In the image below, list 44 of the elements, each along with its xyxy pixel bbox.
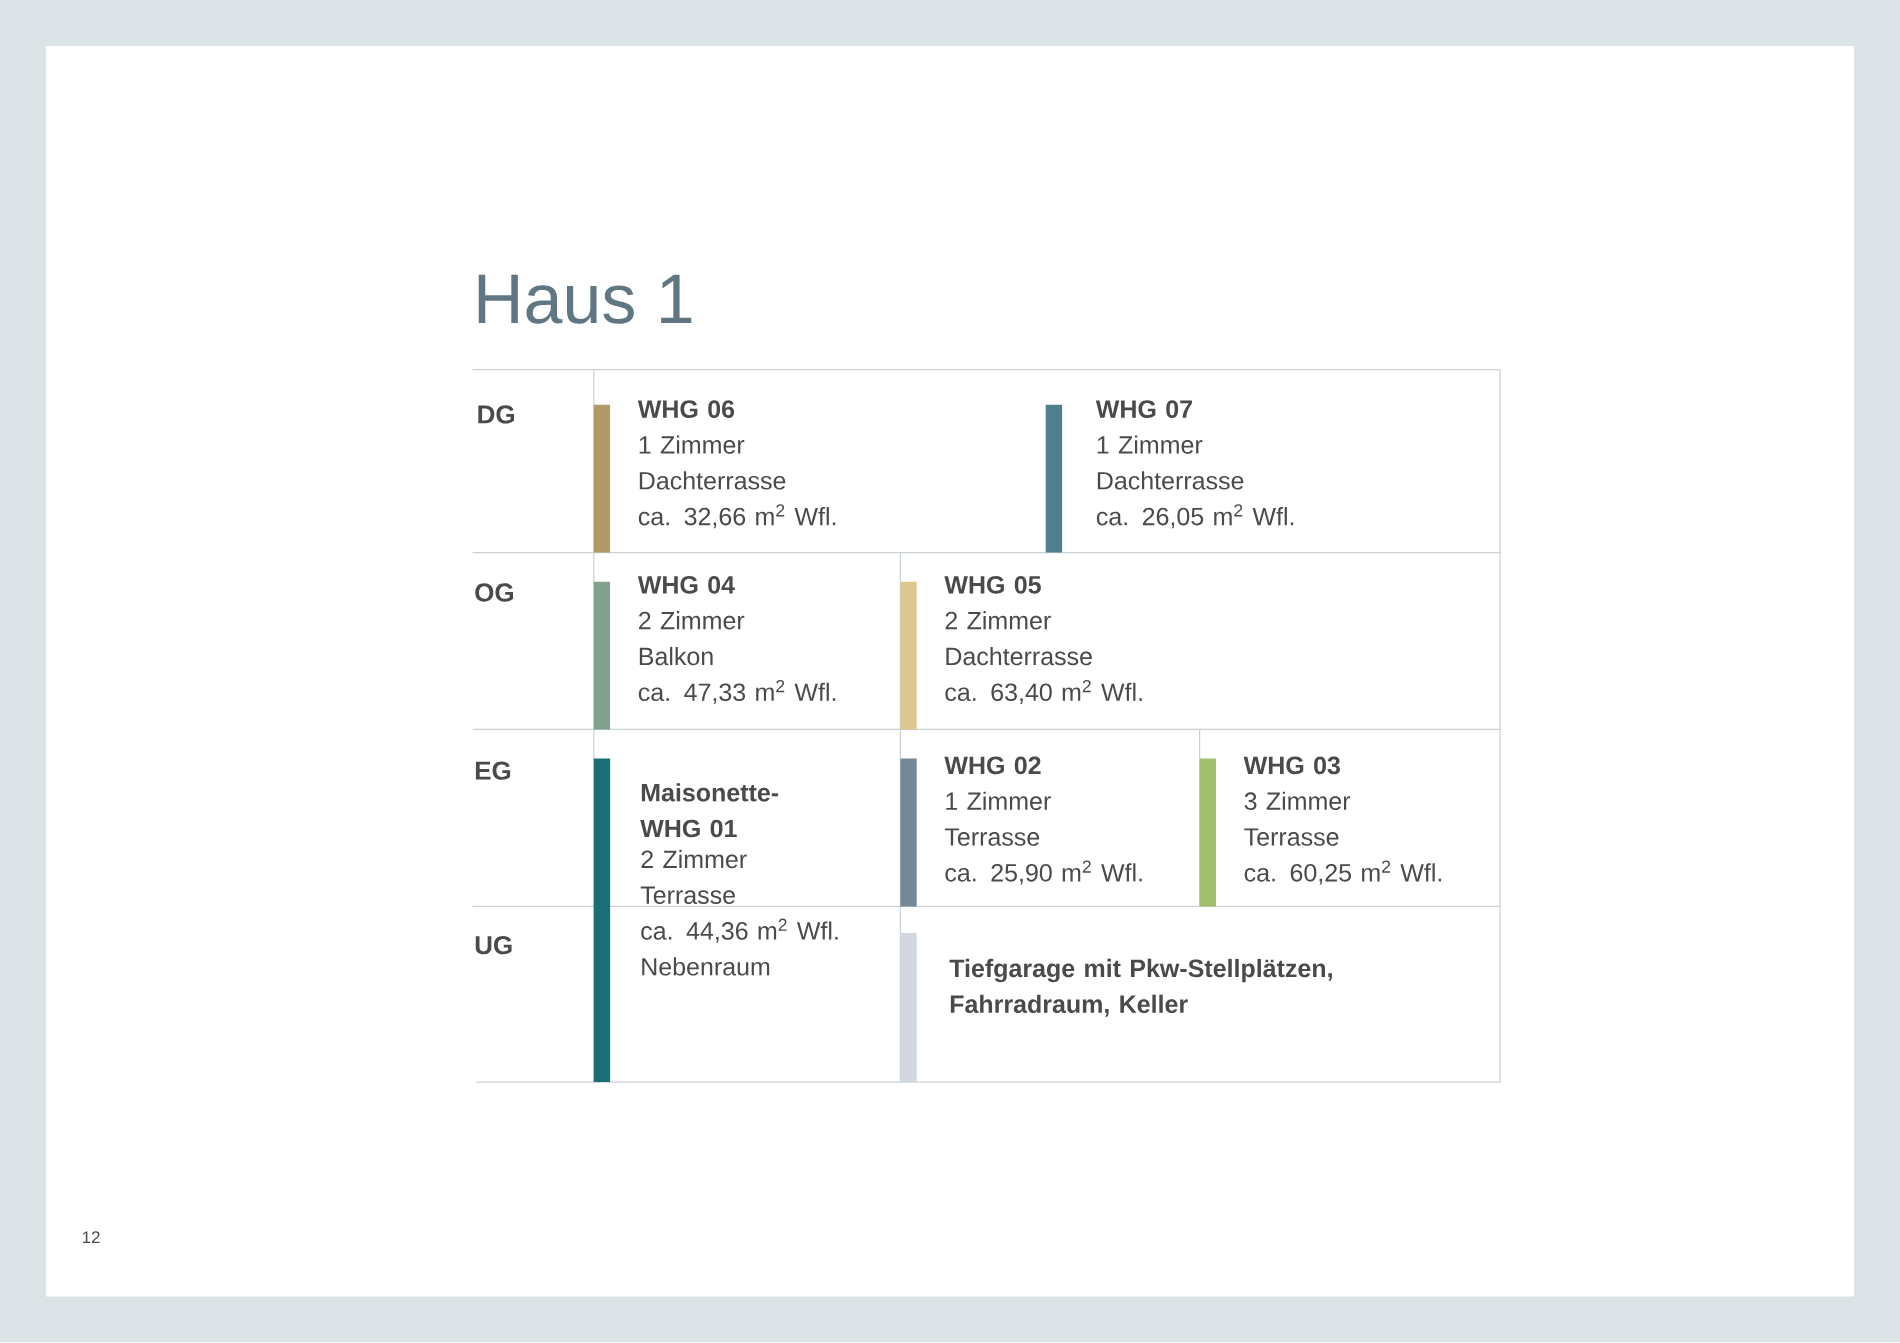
node-label: Dachterrasse — [639, 471, 786, 490]
apartment-cell: WHG 07 1 Zimmer Dachterrasse ca. 26,05 m$^{2}$ Wfl. — [1045, 400, 1294, 553]
node-label: 3 Zimmer — [1244, 791, 1351, 811]
node-label: Maisonette-WHG 01 — [640, 783, 779, 838]
floor-label: UG — [475, 936, 512, 955]
node-label: Balkon — [639, 647, 713, 666]
node-label: Nebenraum — [642, 957, 770, 976]
page-number: 12 — [82, 1231, 100, 1244]
node-label: 2 Zimmer — [639, 611, 745, 630]
apartment-cell: WHG 02 1 Zimmer Terrasse ca. 25,90 m$^{2}$ Wfl. — [900, 756, 1142, 907]
title: Haus 1 — [478, 275, 692, 324]
node-label: Dachterrasse — [946, 647, 1092, 666]
node-label: WHG 02 — [944, 756, 1041, 775]
node-label: 1 Zimmer — [946, 791, 1051, 811]
node-label: 2 Zimmer — [945, 611, 1051, 630]
node-label: Terrasse — [640, 886, 735, 905]
node-label: Dachterrasse — [1097, 471, 1244, 490]
node-label: WHG 04 — [637, 576, 735, 594]
node-label: ca. 32,66 m$^{2}$ Wfl. — [638, 504, 836, 529]
node-label: ca. 47,33 m$^{2}$ Wfl. — [638, 680, 836, 705]
apartment-cell: WHG 03 3 Zimmer Terrasse ca. 60,25 m$^{2}$ Wfl. — [1199, 756, 1442, 907]
apartment-cell: Tiefgarage mit Pkw-Stellplätzen, Fahrradraum, Keller — [900, 933, 1332, 1083]
node-label: 1 Zimmer — [1097, 435, 1203, 454]
floor-label: OG — [475, 583, 513, 602]
node-label: WHG 07 — [1095, 400, 1192, 419]
apartment-cell: WHG 04 2 Zimmer Balkon ca. 47,33 m$^{2}$ Wfl. — [593, 576, 836, 730]
floor-label: DG — [478, 405, 514, 424]
node-label: 1 Zimmer — [639, 435, 745, 454]
apartment-cell: Maisonette-WHG 01 2 Zimmer Terrasse ca. 44,36 m$^{2}$ Wfl. Nebenraum — [593, 758, 838, 1083]
node-label: WHG 03 — [1243, 756, 1340, 775]
node-label: Tiefgarage mit Pkw-Stellplätzen, Fahrradraum, Keller — [949, 959, 1332, 1017]
node-label: ca. 26,05 m$^{2}$ Wfl. — [1096, 504, 1294, 529]
node-label: ca. 25,90 m$^{2}$ Wfl. — [945, 860, 1142, 885]
node-label: ca. 44,36 m$^{2}$ Wfl. — [641, 918, 838, 943]
node-label: WHG 06 — [637, 400, 735, 419]
node-label: ca. 63,40 m$^{2}$ Wfl. — [945, 680, 1142, 705]
node-label: 2 Zimmer — [641, 850, 747, 869]
node-label: Terrasse — [944, 828, 1040, 847]
apartment-cell: WHG 06 1 Zimmer Dachterrasse ca. 32,66 m$^{2}$ Wfl. — [593, 400, 836, 553]
node-label: Terrasse — [1244, 828, 1339, 847]
node-label: ca. 60,25 m$^{2}$ Wfl. — [1244, 860, 1442, 885]
apartment-cell: WHG 05 2 Zimmer Dachterrasse ca. 63,40 m$^{2}$ Wfl. — [900, 576, 1142, 730]
node-label: WHG 05 — [944, 576, 1041, 594]
floor-label: EG — [475, 761, 511, 781]
